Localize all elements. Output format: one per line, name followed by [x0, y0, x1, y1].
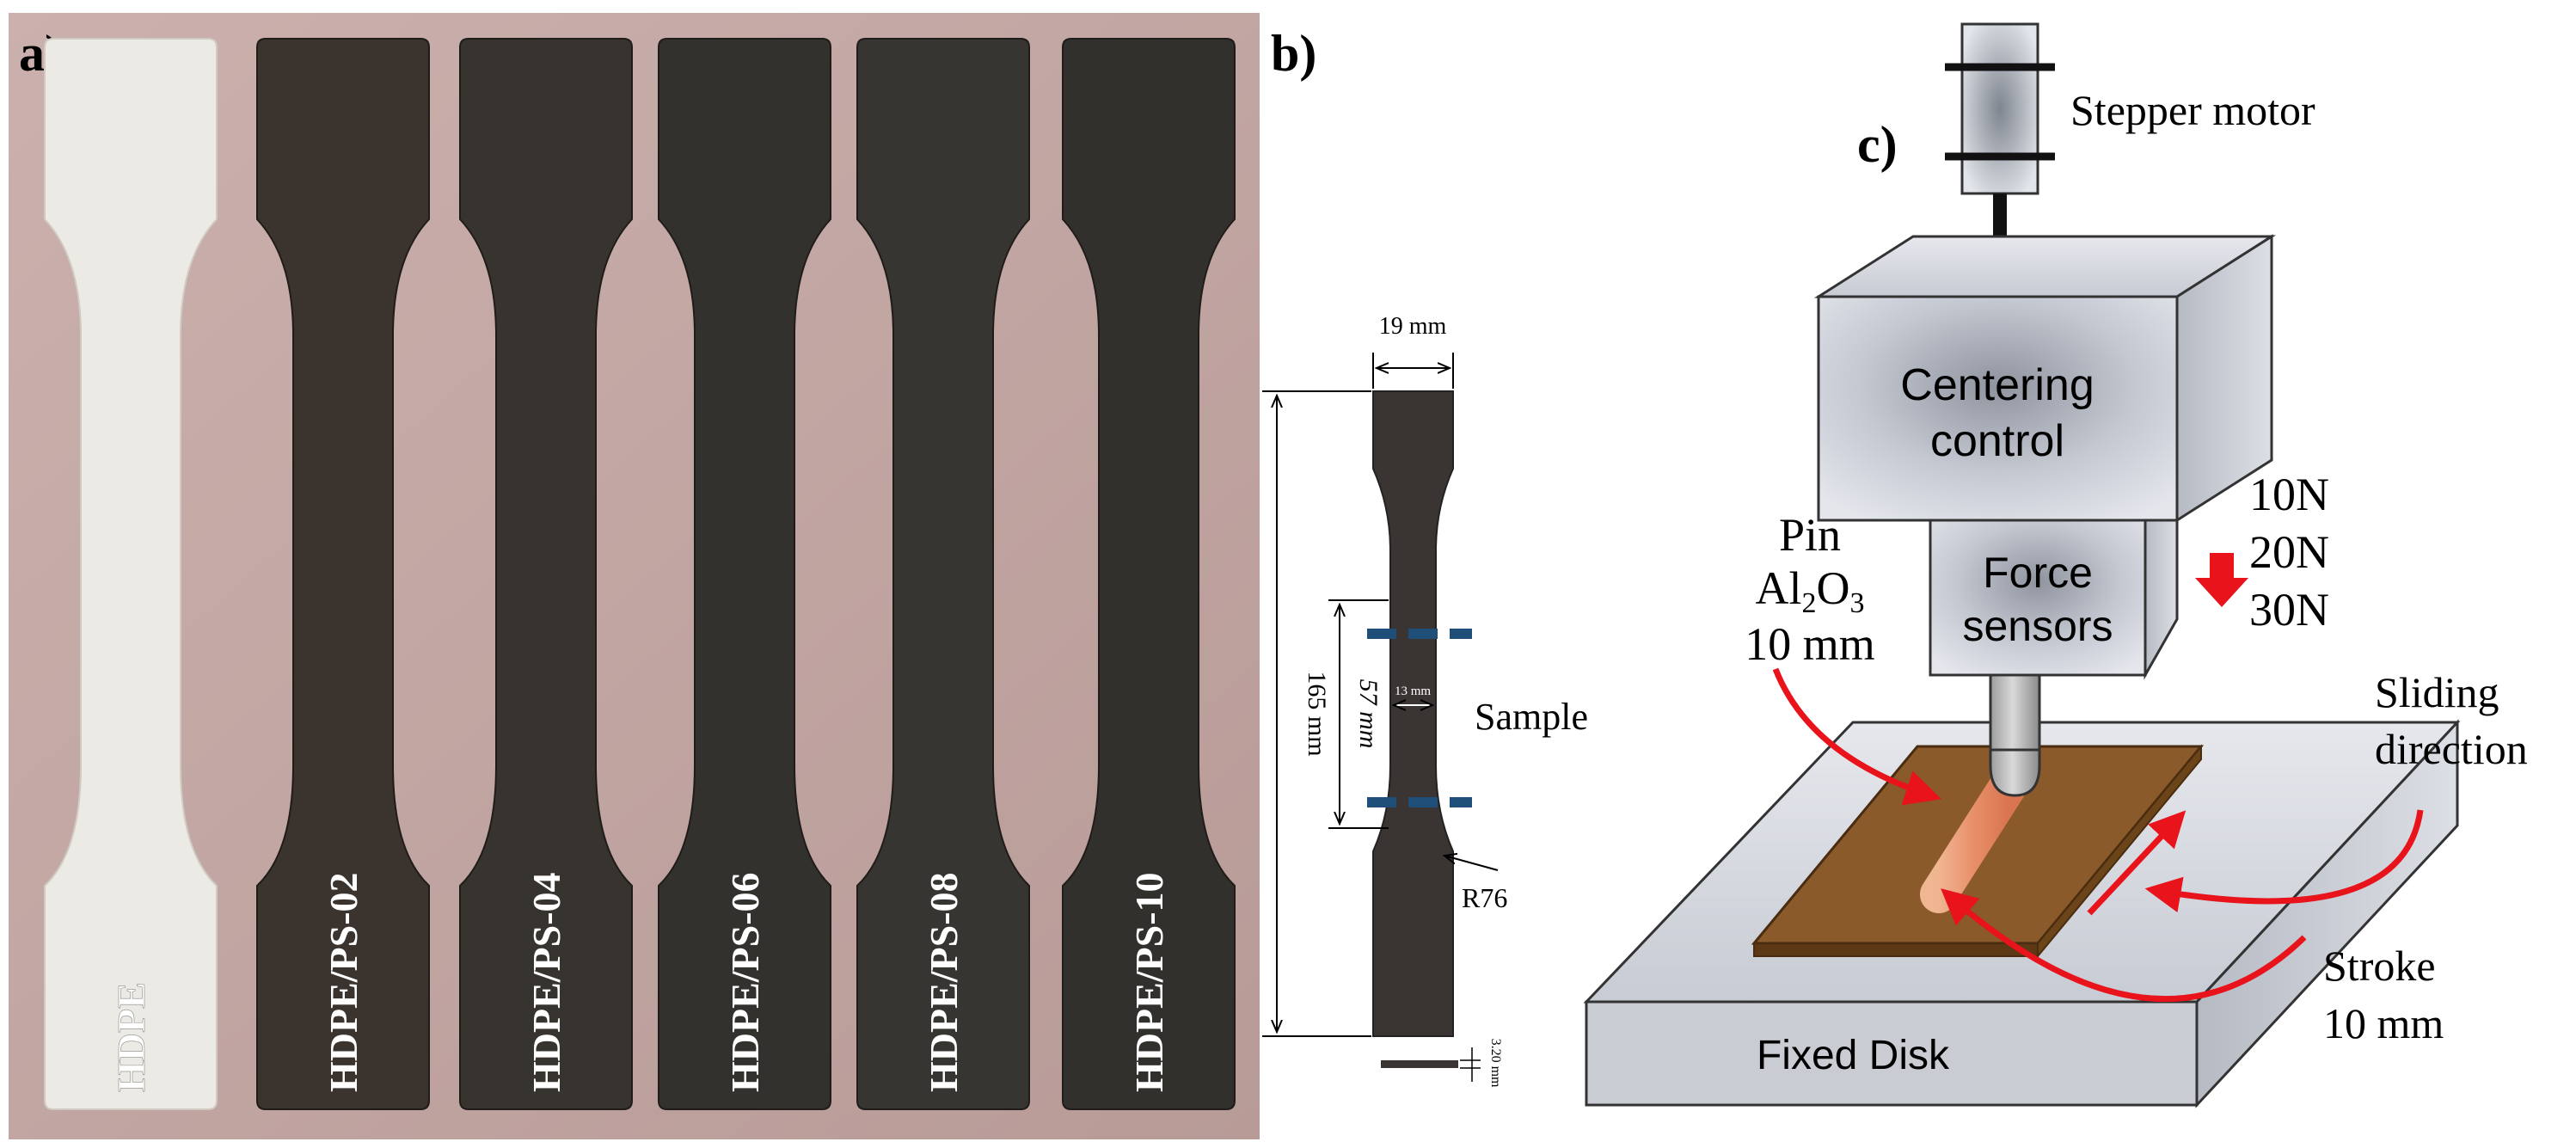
specimen-6	[1062, 38, 1236, 1110]
gauge-length-label: 57 mm	[1354, 679, 1383, 749]
pin-label-line1: Pin	[1779, 509, 1841, 561]
pin-sub2: 3	[1850, 587, 1865, 619]
total-length-label: 165 mm	[1303, 671, 1331, 756]
thickness-label: 3.20 mm	[1488, 1039, 1503, 1088]
disk-front	[1585, 1000, 2199, 1107]
centering-box-front	[1817, 295, 2179, 522]
centering-label-line2: control	[1930, 416, 2064, 466]
centering-label-line1: Centering	[1900, 360, 2094, 410]
pin-o: O	[1817, 562, 1850, 614]
force-box-side	[2144, 519, 2179, 680]
width-top-label: 19 mm	[1379, 313, 1447, 340]
specimen-3	[459, 38, 633, 1110]
specimen-group: HDPE HDPE/PS-02 HDPE/PS-04 HDPE/PS-06 HDPE/P…	[44, 38, 1236, 1110]
load-arrow	[2195, 553, 2248, 607]
pin-label-line2: Al2O3	[1756, 562, 1865, 619]
pin-label-line3: 10 mm	[1745, 618, 1875, 670]
specimen-label-3: HDPE/PS-04	[524, 872, 568, 1092]
motor-body	[1960, 22, 2039, 195]
pin-shaft	[1989, 673, 2041, 758]
sliding-label-line2: direction	[2375, 725, 2528, 773]
load-20n: 20N	[2249, 526, 2329, 578]
specimen-label-6: HDPE/PS-10	[1127, 872, 1171, 1092]
specimen-label-2: HDPE/PS-02	[322, 872, 365, 1092]
panel-b-label: b)	[1271, 25, 1316, 82]
sample-plate-side	[2037, 744, 2202, 959]
sample-label: Sample	[1475, 696, 1588, 738]
thickness-bar	[1381, 1060, 1458, 1068]
specimen-1	[44, 38, 218, 1110]
pin-tip	[1989, 748, 2041, 797]
force-label-line1: Force	[1983, 549, 2093, 597]
dimension-specimen	[1372, 390, 1454, 1037]
panel-b: b) 19 mm 165 mm 57 mm 13 mm Sample R76	[1262, 25, 1588, 1088]
specimen-label-4: HDPE/PS-06	[723, 872, 767, 1092]
gauge-width-label: 13 mm	[1395, 685, 1431, 698]
specimen-label-5: HDPE/PS-08	[922, 872, 966, 1092]
radius-label: R76	[1462, 882, 1507, 913]
stepper-motor-label: Stepper motor	[2070, 86, 2315, 134]
specimen-4	[658, 38, 831, 1110]
sample-plate-front	[1753, 942, 2039, 957]
force-box-front	[1929, 519, 2147, 677]
specimen-label-1: HDPE	[109, 982, 153, 1092]
specimen-2	[256, 38, 430, 1110]
pin-pointer-arrow	[1772, 667, 1941, 806]
stroke-label-line1: Stroke	[2323, 942, 2436, 990]
force-label-line2: sensors	[1962, 602, 2113, 650]
sliding-pointer-arrow	[2144, 809, 2424, 913]
pin-sub1: 2	[1802, 587, 1817, 619]
motor-shaft	[1993, 193, 2007, 236]
pin-al: Al	[1756, 562, 1802, 614]
panel-c-label: c)	[1857, 116, 1898, 173]
stroke-pointer-arrow	[1941, 888, 2307, 1003]
panel-c: Stepper motor c) Centering control Force…	[1583, 22, 2528, 1108]
stroke-label-line2: 10 mm	[2323, 999, 2444, 1047]
specimen-5	[856, 38, 1030, 1110]
load-30n: 30N	[2249, 584, 2329, 635]
radius-leader	[1444, 856, 1499, 871]
load-10n: 10N	[2249, 469, 2329, 520]
sliding-label-line1: Sliding	[2375, 668, 2499, 716]
wear-track	[1920, 768, 2027, 913]
sliding-direction-arrow	[2087, 810, 2187, 916]
fixed-disk-label: Fixed Disk	[1757, 1033, 1950, 1078]
